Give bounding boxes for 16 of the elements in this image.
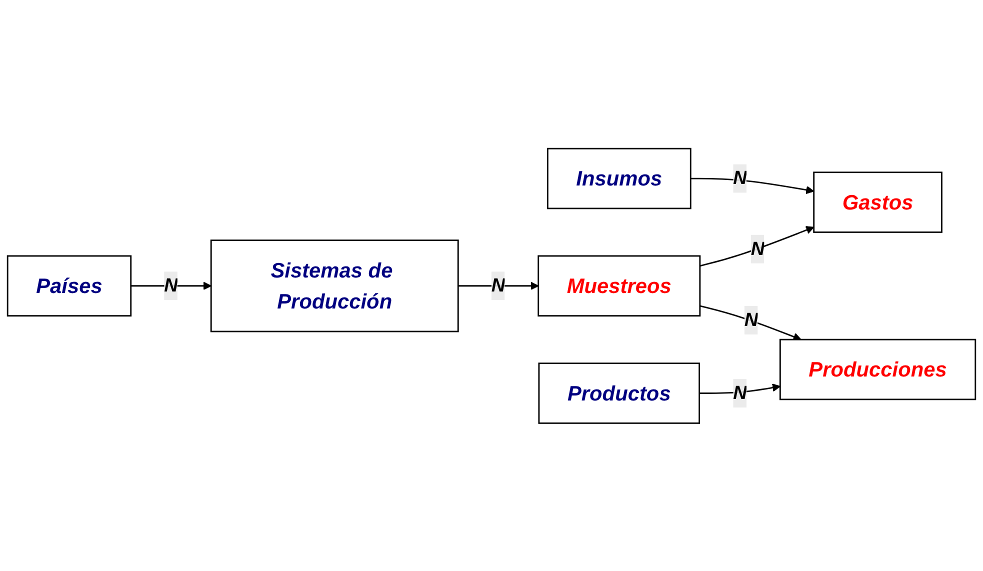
arrow (700, 304, 802, 340)
node-box: Países (6, 254, 132, 316)
arrow (700, 226, 814, 266)
node-box: Producciones (779, 338, 976, 400)
edge-label: N (750, 238, 765, 260)
edge-label: N (164, 275, 178, 296)
node-box: Productos (538, 362, 700, 424)
edge-label: N (491, 275, 506, 296)
node-box: Gastos (813, 171, 942, 233)
edge-label: N (733, 168, 747, 189)
arrow (690, 177, 814, 194)
node-box: Muestreos (538, 254, 701, 316)
edge-label: N (744, 309, 758, 330)
node-box: Insumos (546, 148, 692, 209)
edge-label: N (733, 382, 747, 404)
node-box: Sistemas de Producción (210, 239, 459, 332)
